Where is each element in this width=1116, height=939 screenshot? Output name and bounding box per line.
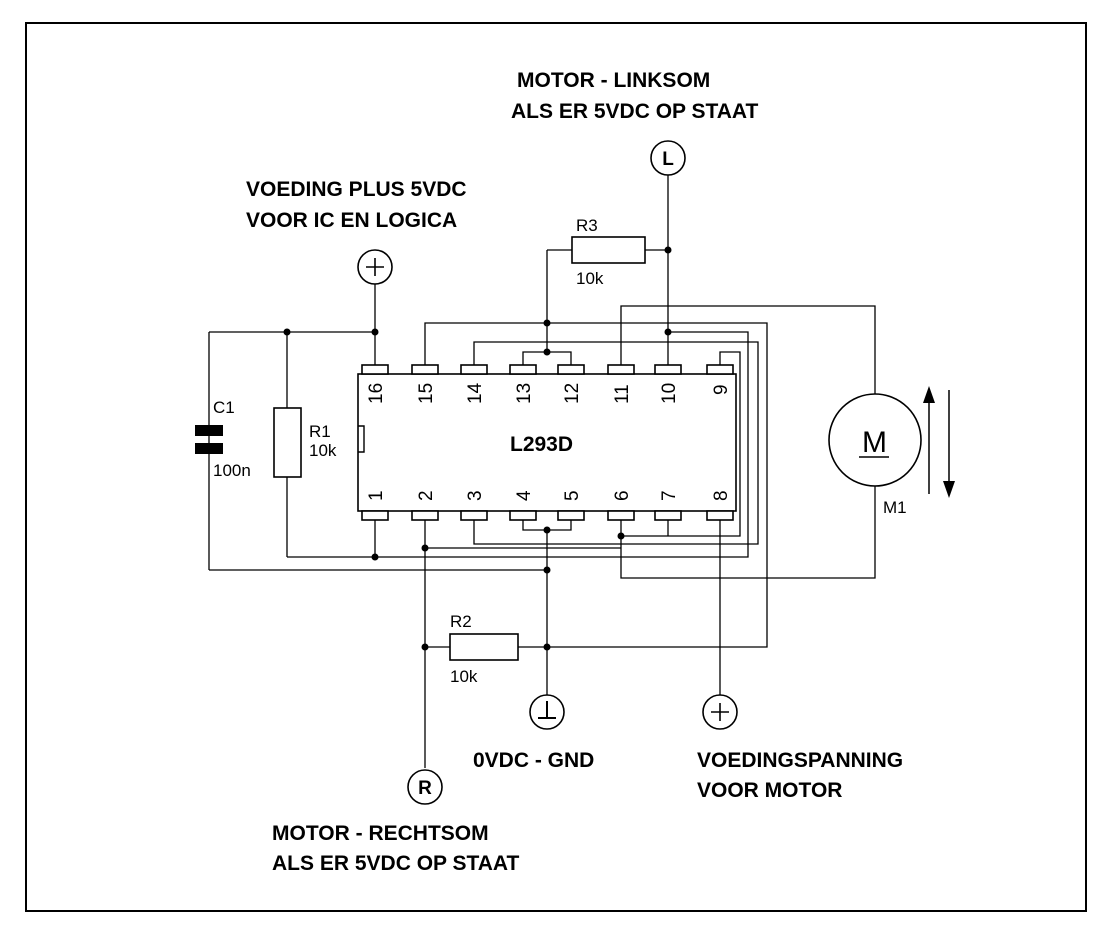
linksom-title: MOTOR - LINKSOM <box>517 69 710 92</box>
pin-10: 10 <box>659 383 680 404</box>
m1-name: M1 <box>883 498 907 517</box>
pin-8: 8 <box>711 490 732 501</box>
r2-name: R2 <box>450 612 472 631</box>
vmotor-subtitle: VOOR MOTOR <box>697 779 842 802</box>
terminal-r-label: R <box>418 778 432 799</box>
r3-name: R3 <box>576 216 598 235</box>
resistor-r3: R3 10k <box>571 216 646 288</box>
pin-3: 3 <box>465 490 486 501</box>
r1-value: 10k <box>309 441 337 460</box>
ground-icon <box>538 701 556 719</box>
terminal-l-label: L <box>662 149 674 170</box>
pin-16: 16 <box>366 383 387 404</box>
resistor-r1: R1 10k <box>273 407 337 478</box>
rechtsom-subtitle: ALS ER 5VDC OP STAAT <box>272 852 520 875</box>
ic-l293d: L293D 16 15 14 13 12 11 10 9 1 2 3 4 5 6 <box>357 364 737 521</box>
pin-12: 12 <box>562 383 583 404</box>
motor-symbol: M <box>862 426 887 459</box>
pin-11: 11 <box>612 384 633 404</box>
wires <box>208 175 876 768</box>
terminal-l: L <box>650 140 686 176</box>
rotation-arrows-icon <box>923 386 955 498</box>
pin-14: 14 <box>465 382 486 404</box>
pin-9: 9 <box>711 384 732 395</box>
linksom-subtitle: ALS ER 5VDC OP STAAT <box>511 100 759 123</box>
r3-value: 10k <box>576 269 604 288</box>
pin-1: 1 <box>366 490 387 501</box>
pin-15: 15 <box>416 383 437 404</box>
terminal-ground <box>529 694 565 730</box>
diagram-frame <box>25 22 1087 912</box>
rechtsom-title: MOTOR - RECHTSOM <box>272 822 489 845</box>
terminal-plus-logic <box>357 249 393 285</box>
plus-icon <box>711 703 729 721</box>
ic-label: L293D <box>510 433 573 456</box>
vmotor-title: VOEDINGSPANNING <box>697 749 903 772</box>
terminal-plus-motor <box>702 694 738 730</box>
ic-notch <box>358 425 365 453</box>
c1-name: C1 <box>213 398 235 417</box>
voeding-title: VOEDING PLUS 5VDC <box>246 178 467 201</box>
pin-7: 7 <box>659 490 680 501</box>
c1-value: 100n <box>213 461 251 480</box>
motor-m1: M M1 <box>828 386 955 517</box>
pin-5: 5 <box>562 490 583 501</box>
pin-13: 13 <box>514 383 535 404</box>
r2-value: 10k <box>450 667 478 686</box>
r1-name: R1 <box>309 422 331 441</box>
voeding-subtitle: VOOR IC EN LOGICA <box>246 209 457 232</box>
plus-icon <box>366 258 384 276</box>
motor-circle <box>828 393 922 487</box>
capacitor-c1: C1 100n <box>195 398 251 480</box>
ic-body <box>357 373 737 512</box>
pin-6: 6 <box>612 490 633 501</box>
junctions <box>283 246 672 651</box>
pin-2: 2 <box>416 490 437 501</box>
pin-4: 4 <box>514 490 535 501</box>
terminal-r: R <box>407 769 443 805</box>
resistor-r2: R2 10k <box>449 612 519 686</box>
gnd-label: 0VDC - GND <box>473 749 594 772</box>
